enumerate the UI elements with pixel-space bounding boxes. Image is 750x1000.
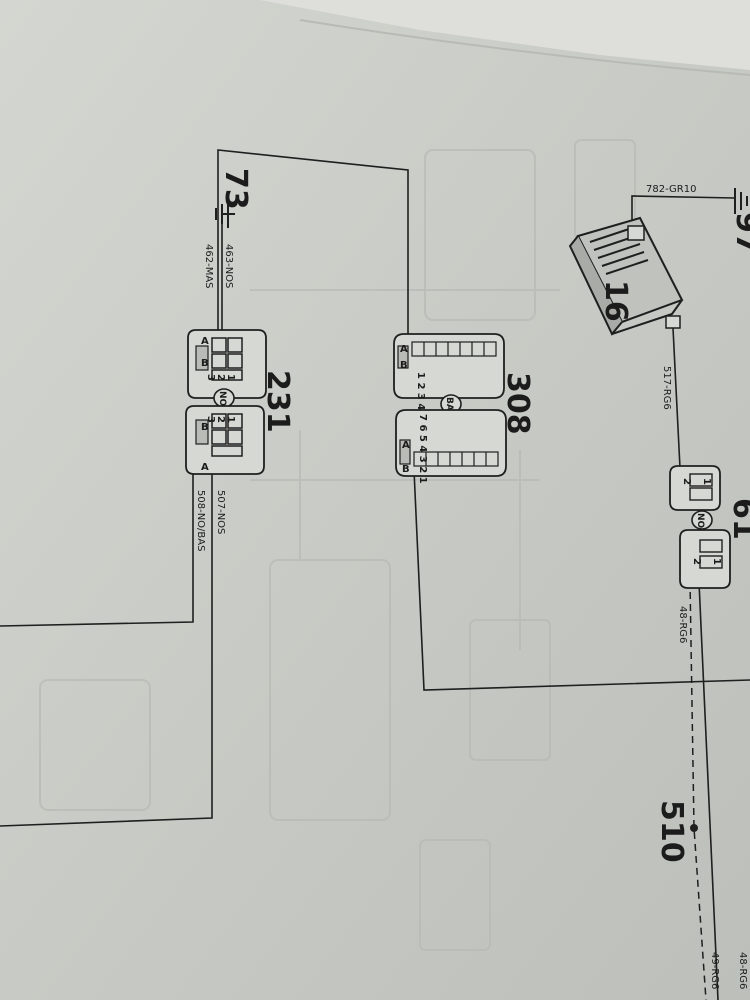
svg-text:BA: BA [444, 397, 454, 411]
pin-308-bot-A: A [402, 440, 410, 451]
wire-231-left [0, 458, 194, 627]
wire-label-507: 507-NOS [215, 490, 226, 534]
pin-308-top-A: A [400, 344, 408, 355]
pin-231-bot-2: 2 [215, 416, 226, 423]
label-308: 308 [500, 372, 535, 435]
pin-231-bot-A: A [201, 462, 209, 473]
pin-231-top-B: B [201, 358, 209, 369]
label-510: 510 [654, 800, 689, 863]
wire-label-463: 463-NOS [223, 244, 234, 288]
pin-61-bot-2: 2 [691, 558, 702, 565]
wire-48-dashed [689, 579, 707, 1000]
wire-49 [697, 559, 719, 1000]
pin-308-top-B: B [400, 360, 408, 371]
pin-231-bot-B: B [201, 422, 209, 433]
pin-61-top-2: 2 [681, 478, 692, 485]
connector-308-bottom: A B 7 6 5 4 3 2 1 [395, 409, 507, 484]
wire-label-48: 48-RG6 [677, 606, 688, 643]
wire-231-down [0, 460, 213, 827]
pin-231-top-3: 3 [205, 374, 216, 381]
paper-fold [299, 19, 750, 76]
pin-61-top-1: 1 [701, 478, 712, 485]
connector-231-top: A B 1 2 3 [187, 329, 267, 399]
pins-308-top: 1 2 3 4 5 6 7 [415, 372, 426, 442]
pin-231-top-1: 1 [225, 374, 236, 381]
wire-782 [631, 195, 736, 225]
svg-text:NO: NO [217, 391, 227, 407]
ghost-print [39, 139, 636, 951]
wire-label-462: 462-MAS [203, 244, 214, 289]
wire-paths [0, 149, 750, 1000]
pins-308-bottom: 7 6 5 4 3 2 1 [417, 414, 428, 484]
svg-text:NO: NO [695, 513, 705, 529]
ground-97-icon [734, 188, 748, 214]
component-16 [568, 216, 684, 336]
paper-top-edge [260, 0, 750, 70]
wire-517 [672, 327, 681, 469]
splice-510-dot [690, 824, 698, 832]
label-73: 73 [218, 168, 253, 210]
ground-73-icon [215, 200, 235, 228]
wire-label-517: 517-RG6 [661, 366, 672, 410]
pin-61-bot-1: 1 [711, 558, 722, 565]
wire-label-508: 508-NO/BAS [195, 490, 206, 551]
label-61: 61 [726, 498, 750, 540]
label-231: 231 [260, 370, 295, 433]
pin-231-bot-1: 1 [225, 416, 236, 423]
wire-label-49: 49-RG6 [709, 952, 720, 989]
label-97: 97 [729, 212, 750, 254]
pin-231-top-2: 2 [215, 374, 226, 381]
connector-61-bottom: 1 2 [679, 529, 731, 589]
pin-231-bot-3: 3 [205, 416, 216, 423]
connector-231-bottom: 1 2 3 B A [185, 405, 265, 475]
wire-label-782: 782-GR10 [646, 184, 696, 195]
connector-308-top: A B 1 2 3 4 5 6 7 [393, 333, 505, 442]
wire-label-48b: 48-RG6 [737, 952, 748, 989]
label-16: 16 [598, 280, 633, 322]
wire-308-down [413, 469, 750, 691]
connector-61-top: 1 2 [669, 465, 721, 511]
pin-231-top-A: A [201, 336, 209, 347]
pin-308-bot-B: B [402, 464, 410, 475]
connector-61-badge: NO [691, 510, 713, 530]
wire-231-308-loop [217, 149, 409, 348]
connector-231-badge: NO [213, 388, 235, 408]
